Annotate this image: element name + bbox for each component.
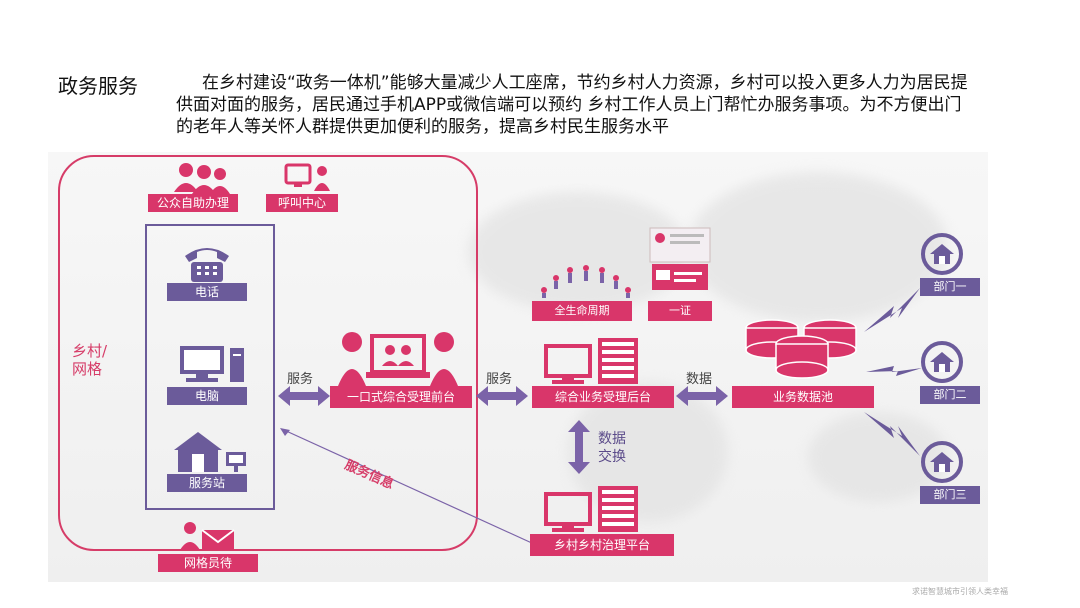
- intro-paragraph: 在乡村建设“政务一体机”能够大量减少人工座席，节约乡村人力资源，乡村可以投入更多…: [176, 72, 1056, 138]
- service-station-label: 服务站: [167, 474, 247, 492]
- vertical-double-arrow-icon: [568, 420, 590, 474]
- lightning-connector-icon: [864, 412, 920, 456]
- rural-grid-label-line1: 乡村/: [72, 342, 108, 360]
- diagram-background: [48, 152, 988, 582]
- phone-label: 电话: [167, 283, 247, 301]
- intro-line-2: 供面对面的服务，居民通过手机APP或微信端可以预约 乡村工作人员上门帮忙办服务事…: [176, 95, 962, 115]
- intro-line-1-text: 在乡村建设“政务一体机”能够大量减少人工座席，节约乡村人力资源，乡村可以投入更多…: [202, 73, 968, 93]
- service-info-arrow: [280, 428, 535, 545]
- governance-label: 乡村乡村治理平台: [530, 534, 674, 556]
- people-group-icon: [174, 163, 230, 194]
- flow-data-label: 数据: [686, 372, 713, 387]
- staff-mail-icon: [180, 522, 235, 550]
- server-computer-icon: [544, 486, 638, 532]
- dept3-label: 部门三: [920, 486, 980, 504]
- page-heading: 政务服务: [58, 74, 138, 98]
- data-exchange-line2: 交换: [598, 449, 626, 465]
- lightning-connector-icon: [864, 288, 920, 332]
- department-building-icon: [921, 341, 963, 383]
- rural-grid-label-line2: 网格: [72, 360, 103, 378]
- data-exchange-label: 数据 交换: [598, 430, 626, 466]
- database-icon: [745, 319, 857, 379]
- dept2-label: 部门二: [920, 386, 980, 404]
- back-office-label: 综合业务受理后台: [532, 386, 674, 408]
- flow-service-label-2: 服务: [486, 372, 513, 387]
- computer-icon: [180, 346, 244, 382]
- dept1-label: 部门一: [920, 278, 980, 296]
- channel-frame: [145, 224, 275, 510]
- self-service-label: 公众自助办理: [148, 194, 238, 212]
- rural-grid-label: 乡村/ 网格: [72, 342, 107, 378]
- server-computer-icon: [544, 338, 638, 384]
- intro-line-1: 在乡村建设“政务一体机”能够大量减少人工座席，节约乡村人力资源，乡村可以投入更多…: [176, 72, 1056, 94]
- grid-staff-label: 网格员待: [158, 554, 258, 572]
- video-meeting-icon: [338, 332, 458, 386]
- double-arrow-icon: [676, 386, 728, 406]
- data-exchange-line1: 数据: [598, 431, 626, 447]
- telephone-icon: [185, 248, 229, 282]
- computer-label: 电脑: [167, 387, 247, 405]
- watermark: 求诺智慧城市引领人类幸福: [912, 587, 1008, 596]
- one-cert-label: 一证: [648, 301, 712, 321]
- id-card-icon: [649, 227, 711, 290]
- department-building-icon: [921, 441, 963, 483]
- life-cycle-icon: [541, 265, 631, 298]
- double-arrow-icon: [476, 386, 528, 406]
- life-cycle-label: 全生命周期: [532, 301, 632, 321]
- flow-service-label-1: 服务: [287, 372, 314, 387]
- call-center-label: 呼叫中心: [266, 194, 338, 212]
- lightning-connector-icon: [866, 366, 922, 376]
- double-arrow-icon: [278, 386, 330, 406]
- intro-line-3: 的老年人等关怀人群提供更加便利的服务，提高乡村民生服务水平: [176, 117, 669, 137]
- call-center-icon: [284, 163, 330, 191]
- data-pool-label: 业务数据池: [732, 386, 874, 408]
- map-shape: [688, 172, 948, 322]
- department-building-icon: [921, 233, 963, 275]
- house-icon: [174, 432, 246, 472]
- rural-grid-frame: [58, 155, 478, 551]
- front-desk-label: 一口式综合受理前台: [330, 386, 472, 408]
